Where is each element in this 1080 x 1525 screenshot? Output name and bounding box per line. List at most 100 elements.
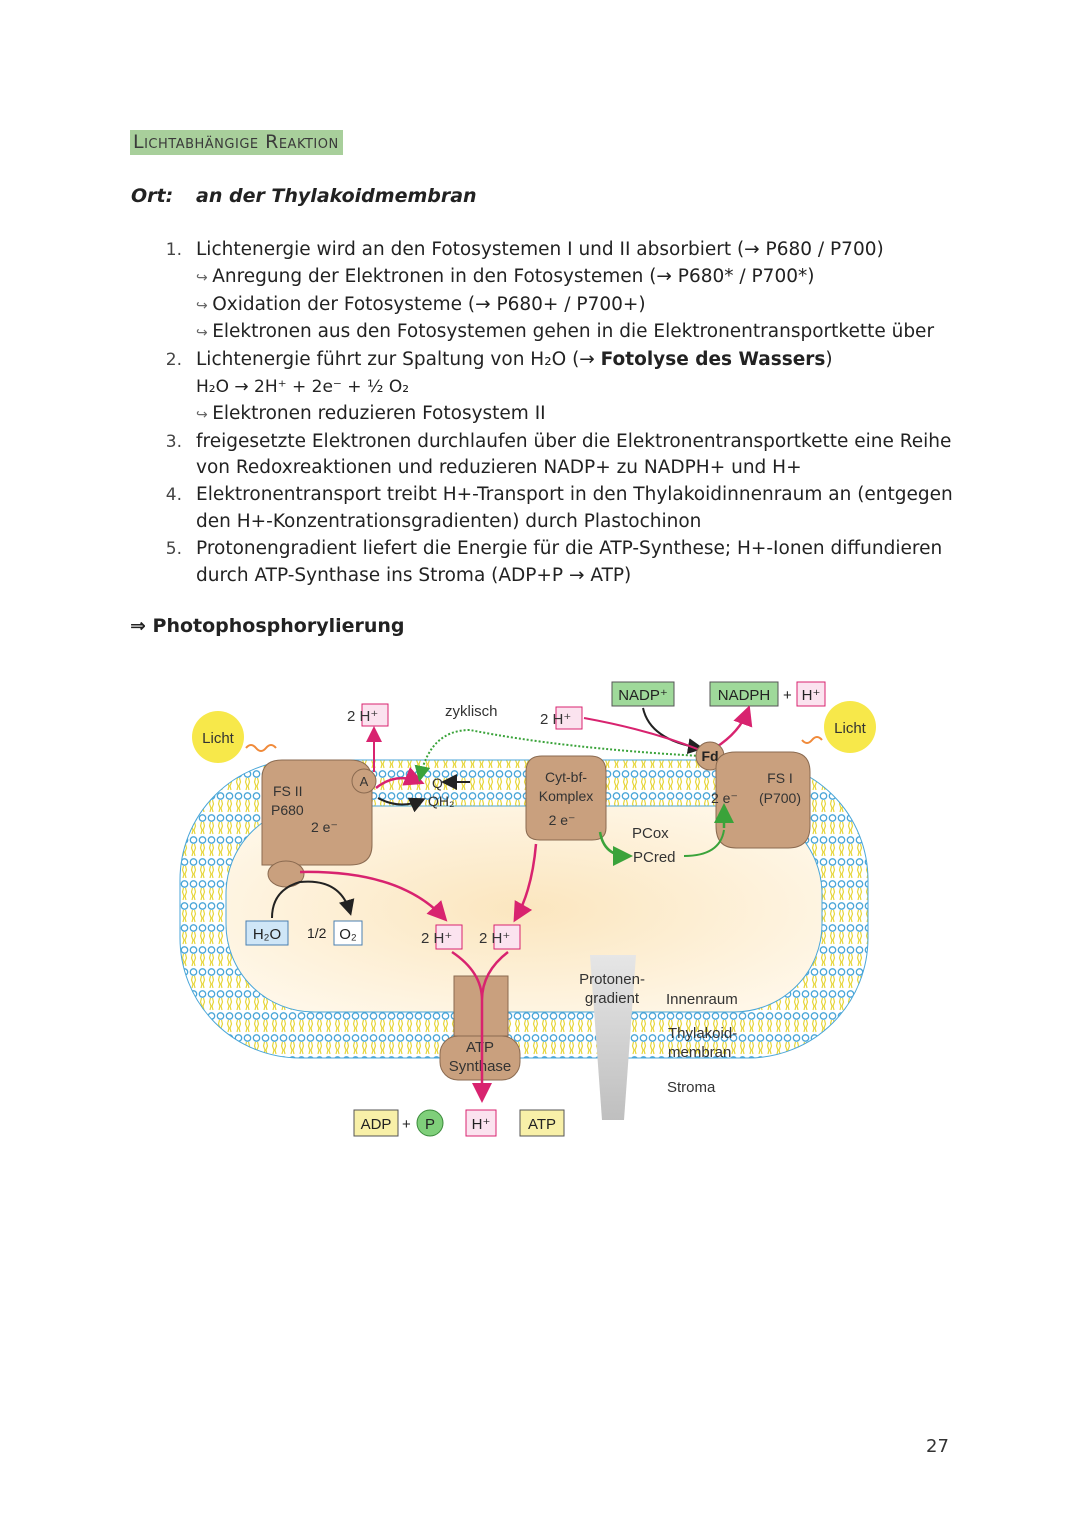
h-out-box <box>465 1109 497 1137</box>
synthase-flow-arrow <box>451 950 509 1098</box>
step-line: den H+-Konzentrationsgradienten) durch P… <box>196 509 980 536</box>
nadph-proton: H⁺ <box>802 687 821 704</box>
section-heading: Lichtabhängige Reaktion <box>130 130 343 155</box>
nadph-label: NADPH <box>718 687 771 704</box>
page-number: 27 <box>926 1436 949 1457</box>
gradient-label-2: gradient <box>585 990 640 1007</box>
light-right-label: Licht <box>834 720 867 737</box>
step-text: Anregung der Elektronen in den Fotosyste… <box>212 265 815 287</box>
fs1-electrons: 2 e⁻ <box>711 790 738 806</box>
pc-cycle-arrow <box>598 831 633 866</box>
step-item: 3. freigesetzte Elektronen durchlaufen üb… <box>160 429 980 483</box>
cyt-electrons: 2 e⁻ <box>549 812 576 828</box>
step-line: Lichtenergie führt zur Spaltung von H₂O … <box>196 347 980 374</box>
proton-inner-1-box <box>435 924 463 950</box>
step-subpoint: Elektronen aus den Fotosystemen gehen in… <box>196 319 980 347</box>
proton-inner-1: 2 H⁺ <box>421 930 452 947</box>
step-text: Elektronen reduzieren Fotosystem II <box>212 402 546 424</box>
light-left-label: Licht <box>202 730 235 747</box>
h2o-label: H₂O <box>253 926 281 943</box>
oxygen-evolving-complex <box>267 860 305 888</box>
proton-to-fd-path <box>583 717 701 751</box>
atp-synthase-label-1: ATP <box>466 1039 494 1056</box>
h2o-box <box>245 920 289 946</box>
step-subpoint: Oxidation der Fotosysteme (→ P680+ / P70… <box>196 292 980 320</box>
light-right-icon <box>824 701 876 753</box>
nadph-plus: + <box>783 687 792 704</box>
pcox-label: PCox <box>632 825 669 842</box>
step-item: 4. Elektronentransport treibt H+-Transpor… <box>160 482 980 536</box>
proton-top-mid-box <box>555 706 583 730</box>
fd-label: Fd <box>701 748 718 764</box>
innenraum-label: Innenraum <box>666 991 738 1008</box>
light-wave-left <box>245 744 277 752</box>
phosphate-icon <box>416 1109 444 1137</box>
step-item: 1. Lichtenergie wird an den Fotosystemen … <box>160 237 980 347</box>
step-text: Protonengradient liefert die Energie für… <box>196 537 943 559</box>
step-line: H₂O → 2H⁺ + 2e⁻ + ½ O₂ <box>196 374 980 401</box>
water-split-arrow <box>271 880 355 919</box>
step-text: durch ATP-Synthase ins Stroma (ADP+P → A… <box>196 564 632 586</box>
phosphate-label: P <box>425 1116 435 1133</box>
step-line: durch ATP-Synthase ins Stroma (ADP+P → A… <box>196 563 980 590</box>
proton-inner-2: 2 H⁺ <box>479 930 510 947</box>
proton-gradient-bar <box>590 955 636 1120</box>
step-number: 1. <box>165 240 182 260</box>
adp-plus: + <box>402 1116 411 1133</box>
location-label: Ort: <box>131 185 174 207</box>
q-label: Q <box>432 775 443 791</box>
step-text: Elektronen aus den Fotosystemen gehen in… <box>212 321 935 343</box>
step-line: Protonengradient liefert die Energie für… <box>196 536 980 563</box>
h-out-label: H⁺ <box>472 1116 491 1133</box>
fs1-p700: (P700) <box>759 790 801 806</box>
pcred-label: PCred <box>633 849 676 866</box>
photosystem-2 <box>261 759 373 866</box>
adp-box <box>353 1109 399 1137</box>
fs1-label: FS I <box>767 770 793 786</box>
step-text-after: ) <box>825 349 833 371</box>
fs2-electrons: 2 e⁻ <box>311 819 338 835</box>
step-number: 3. <box>165 431 182 452</box>
cyt-label-2: Komplex <box>539 788 593 804</box>
step-bold-term: Fotolyse des Wassers <box>600 349 826 371</box>
step-text: Lichtenergie wird an den Fotosystemen I … <box>196 239 884 260</box>
step-number: 2. <box>165 350 182 371</box>
gradient-label-1: Protonen- <box>579 971 645 988</box>
proton-top-left: 2 H⁺ <box>347 708 378 725</box>
cyt-to-proton-arrow <box>513 843 538 923</box>
cyt-label-1: Cyt-bf- <box>545 769 587 785</box>
atp-synthase-label-2: Synthase <box>449 1058 512 1075</box>
step-item: 5.Protonengradient liefert die Energie f… <box>160 536 980 590</box>
acceptor-a <box>351 768 377 794</box>
step-subpoint: Elektronen reduzieren Fotosystem II <box>196 401 980 429</box>
light-reaction-diagram: Licht Licht FS II P680 2 e⁻ A Q QH₂ zykl… <box>179 681 876 1137</box>
fs2-label: FS II <box>273 783 303 799</box>
fs2-p680: P680 <box>271 802 304 818</box>
step-text: H₂O → 2H⁺ + 2e⁻ + ½ O₂ <box>196 376 410 397</box>
qh2-arrow <box>377 797 426 813</box>
cytochrome-bf-complex <box>525 755 607 841</box>
stroma-label: Stroma <box>667 1079 716 1096</box>
steps-list: 1. Lichtenergie wird an den Fotosystemen … <box>160 237 980 589</box>
step-text: Elektronentransport treibt H+-Transport … <box>196 484 953 506</box>
atp-box <box>519 1109 565 1137</box>
o2-box <box>333 920 363 946</box>
step-line: Lichtenergie wird an den Fotosystemen I … <box>196 237 980 264</box>
step-line: freigesetzte Elektronen durchlaufen über… <box>196 429 980 456</box>
fs2-to-proton-arrow <box>299 870 448 922</box>
acceptor-a-label: A <box>360 774 369 789</box>
light-wave-right <box>801 736 823 744</box>
step-line: von Redoxreaktionen und reduzieren NADP+… <box>196 455 980 482</box>
fd-to-nadph-arrow <box>714 705 753 750</box>
o2-label: O₂ <box>339 926 357 943</box>
nadph-proton-box <box>796 681 826 707</box>
step-text: freigesetzte Elektronen durchlaufen über… <box>196 430 952 452</box>
membran-label-2: membran <box>668 1044 731 1061</box>
adp-label: ADP <box>361 1116 392 1133</box>
step-number: 4. <box>165 485 182 506</box>
step-text: Lichtenergie führt zur Spaltung von H₂O … <box>196 349 601 371</box>
location-value: an der Thylakoidmembran <box>196 185 477 207</box>
light-left-icon <box>192 711 244 763</box>
nadp-box <box>611 681 675 707</box>
step-line: Elektronentransport treibt H+-Transport … <box>196 482 980 509</box>
